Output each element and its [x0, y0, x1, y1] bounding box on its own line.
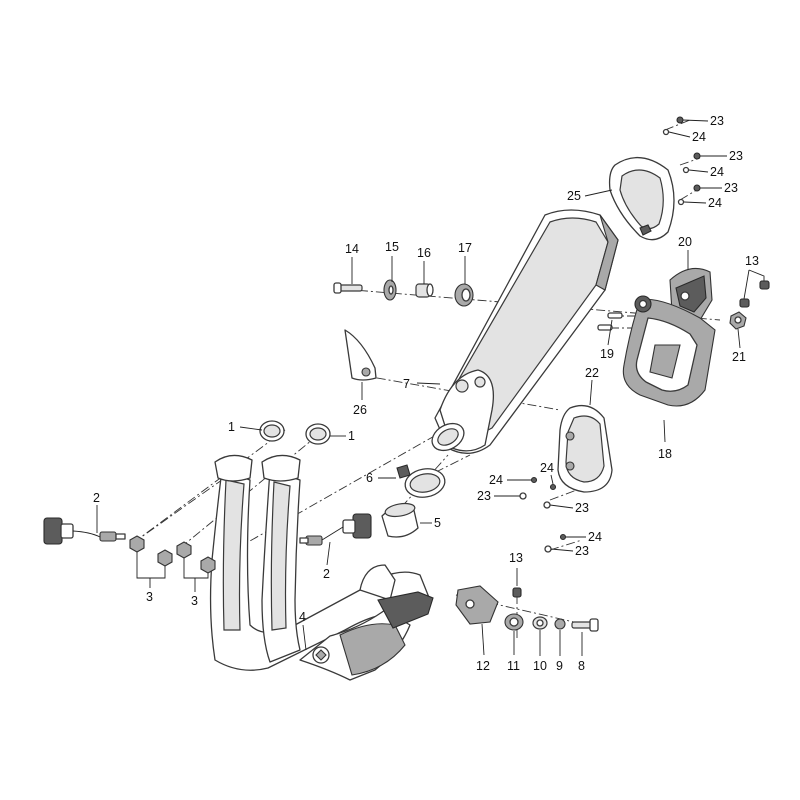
callout-24-e: 24 — [540, 461, 554, 475]
callout-19: 19 — [600, 347, 614, 361]
callout-1-left: 1 — [228, 420, 235, 434]
callout-14: 14 — [345, 242, 359, 256]
spacer-16 — [415, 283, 434, 298]
grommet-17 — [454, 283, 474, 307]
callout-22: 22 — [585, 366, 599, 380]
callout-23-b: 23 — [729, 149, 743, 163]
callout-5: 5 — [434, 516, 441, 530]
clamp — [396, 464, 446, 498]
callout-24-b: 24 — [710, 165, 724, 179]
callout-6: 6 — [366, 471, 373, 485]
callout-13-upper: 13 — [745, 254, 759, 268]
callout-24-a: 24 — [692, 130, 706, 144]
mount-hardware-top — [333, 279, 474, 307]
header-assembly — [209, 454, 434, 681]
heat-shield-clip — [344, 329, 377, 381]
callout-23-e: 23 — [575, 501, 589, 515]
callout-8: 8 — [578, 659, 585, 673]
bolt-14 — [333, 282, 363, 294]
callout-3-left: 3 — [146, 590, 153, 604]
lower-bracket — [455, 585, 499, 625]
callout-23-f: 23 — [575, 544, 589, 558]
sensor-left — [43, 517, 126, 545]
callout-25: 25 — [567, 189, 581, 203]
screws-and-washers — [519, 116, 701, 553]
hardware-ticks — [494, 119, 727, 552]
callout-21: 21 — [732, 350, 746, 364]
callout-24-c: 24 — [708, 196, 722, 210]
callout-2-right: 2 — [323, 567, 330, 581]
callout-24-d: 24 — [489, 473, 503, 487]
callout-1-right: 1 — [348, 429, 355, 443]
muffler — [431, 209, 619, 454]
callout-labels: 1 1 2 2 3 3 4 5 6 7 8 9 10 11 12 13 13 1… — [93, 114, 759, 673]
sleeve — [381, 502, 419, 538]
callout-17: 17 — [458, 241, 472, 255]
callout-3-right: 3 — [191, 594, 198, 608]
callout-18: 18 — [658, 447, 672, 461]
callout-16: 16 — [417, 246, 431, 260]
callout-26: 26 — [353, 403, 367, 417]
washer-15 — [383, 279, 397, 301]
strap-bolts — [597, 312, 623, 331]
callout-10: 10 — [533, 659, 547, 673]
sensor-right — [299, 513, 372, 546]
callout-23-c: 23 — [724, 181, 738, 195]
callout-9: 9 — [556, 659, 563, 673]
bracket-bolts-right — [729, 280, 770, 330]
lower-hardware — [504, 587, 599, 632]
oxygen-sensors — [43, 513, 372, 546]
callout-12: 12 — [476, 659, 490, 673]
callout-11: 11 — [507, 659, 520, 673]
callout-20: 20 — [678, 235, 692, 249]
heat-shield — [557, 404, 613, 493]
callout-leaders — [96, 189, 765, 656]
callout-15: 15 — [385, 240, 399, 254]
hanger-strap — [622, 295, 716, 407]
flange-nuts — [129, 535, 216, 574]
callout-2-left: 2 — [93, 491, 100, 505]
callout-23-d: 23 — [477, 489, 491, 503]
end-cap — [608, 157, 675, 241]
callout-7: 7 — [403, 377, 410, 391]
callout-23-a: 23 — [710, 114, 724, 128]
gaskets — [259, 420, 331, 445]
callout-24-f: 24 — [588, 530, 602, 544]
callout-13-lower: 13 — [509, 551, 523, 565]
callout-4: 4 — [299, 610, 306, 624]
